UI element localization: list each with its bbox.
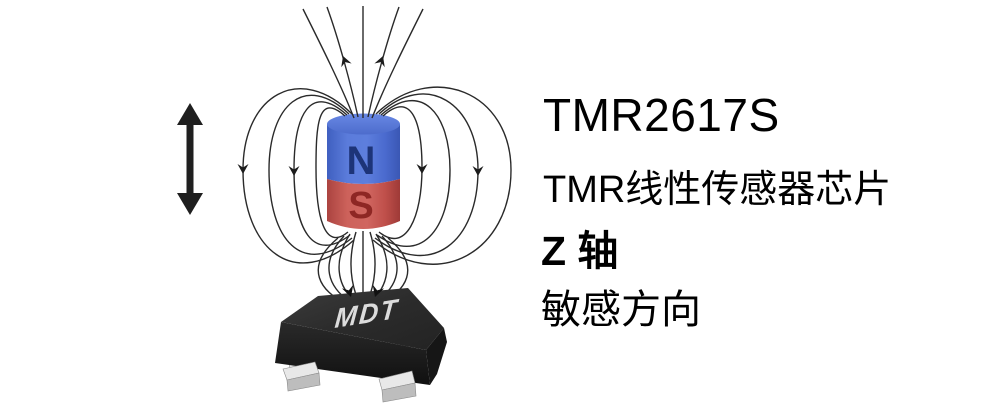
magnet-top-face (327, 113, 400, 135)
product-title: TMR2617S (543, 89, 780, 141)
sensor-chip: MDT (275, 288, 447, 403)
z-axis-double-arrow-icon (177, 103, 203, 215)
magnet-south-body (327, 179, 400, 229)
magnet: N S (327, 113, 400, 229)
chip-lead-right-foot-front (381, 382, 417, 403)
sensitive-axis-label: Z 轴 (541, 228, 619, 274)
chip-entry-arrowheads (341, 284, 385, 297)
magnet-north-label: N (347, 139, 376, 183)
chip-front-face (275, 322, 430, 385)
product-subtitle: TMR线性传感器芯片 (543, 169, 892, 211)
chip-lead-left-foot-front (286, 372, 321, 392)
field-arrowheads (237, 56, 484, 176)
sensor-field-illustration: N S (177, 6, 512, 403)
direction-label: 敏感方向 (541, 288, 701, 332)
text-panel: TMR2617S TMR线性传感器芯片 Z 轴 敏感方向 (541, 0, 993, 416)
chip-right-face (426, 328, 447, 385)
magnet-north-body (327, 124, 400, 184)
magnet-south-label: S (348, 185, 373, 227)
chip-top-face (281, 288, 444, 350)
